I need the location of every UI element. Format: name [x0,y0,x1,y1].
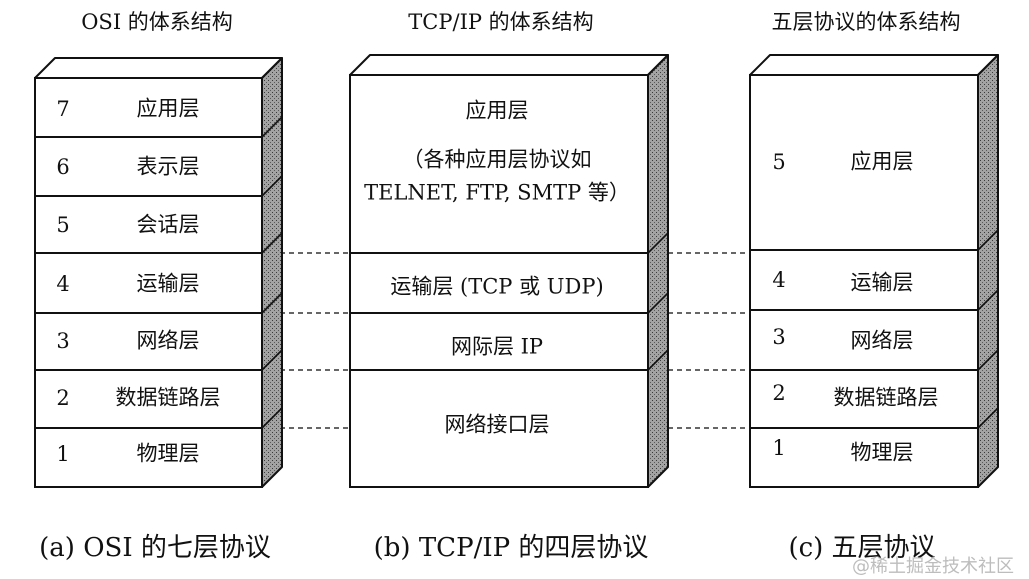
tcpip-caption: (b) TCP/IP 的四层协议 [373,533,649,563]
five-layer-number: 4 [772,268,786,292]
layer-separator-side [261,349,283,371]
osi-layer-label: 数据链路层 [115,385,221,410]
stack-front-face [34,77,263,488]
stack-side-face [647,54,669,488]
tcpip-layer-detail: TELNET, FTP, SMTP 等） [364,180,630,205]
five-layer-number: 2 [772,381,786,405]
osi-layer-number: 7 [56,97,70,121]
five-layer-label: 数据链路层 [833,385,939,410]
five-layer-label: 运输层 [850,270,914,295]
tcpip-layer-label: 网际层 IP [450,334,544,359]
five-layer-title: 五层协议的体系结构 [771,10,961,34]
layer-separator-side [647,232,669,254]
layer-separator-side [261,175,283,197]
osi-layer-number: 4 [56,272,70,296]
tcpip-stack [349,54,669,488]
osi-layer-number: 5 [56,213,70,237]
osi-layer-label: 应用层 [136,96,200,121]
osi-layer-number: 6 [56,155,70,179]
osi-caption: (a) OSI 的七层协议 [39,533,271,563]
stack-top-face [749,54,999,76]
five-layer-caption: (c) 五层协议 [788,533,936,563]
stack-front-face [749,74,979,488]
osi-layer-label: 运输层 [136,271,200,296]
tcpip-layer-detail: （各种应用层协议如 [402,147,592,172]
five-layer-label: 网络层 [850,328,914,353]
tcpip-layer-label: 运输层 (TCP 或 UDP) [390,274,604,299]
five-layer-stack [749,54,999,488]
stack-front-face [349,74,649,488]
stack-side-face [977,54,999,488]
five-layer-number: 5 [772,150,786,174]
osi-layer-label: 物理层 [136,441,200,466]
layer-separator-side [261,292,283,314]
tcpip-layer-label: 应用层 [465,98,529,123]
stack-top-face [349,54,669,76]
osi-layer-number: 1 [56,442,70,466]
osi-title: OSI 的体系结构 [81,10,233,34]
osi-layer-number: 2 [56,386,70,410]
layer-separator-side [977,349,999,371]
osi-stack [34,57,283,488]
layer-separator-side [261,232,283,254]
osi-layer-label: 网络层 [136,328,200,353]
stacks [34,54,999,488]
layer-separator-side [977,407,999,429]
five-layer-number: 3 [772,325,786,349]
tcpip-layer-label: 网络接口层 [444,412,550,437]
five-layer-label: 应用层 [850,149,914,174]
five-layer-number: 1 [772,436,786,460]
layer-separator-side [977,229,999,251]
watermark: @稀土掘金技术社区 [852,556,1014,577]
osi-layer-number: 3 [56,329,70,353]
osi-layer-label: 会话层 [136,212,200,237]
stack-top-face [34,57,283,79]
layer-separator-side [647,349,669,371]
layer-separator-side [261,116,283,138]
layer-separator-side [977,289,999,311]
stack-side-face [261,57,283,488]
five-layer-label: 物理层 [850,440,914,465]
layer-separator-side [647,292,669,314]
tcpip-title: TCP/IP 的体系结构 [408,10,594,34]
osi-layer-label: 表示层 [136,154,200,179]
layer-separator-side [261,407,283,429]
layer-alignment-dashes [280,252,750,429]
